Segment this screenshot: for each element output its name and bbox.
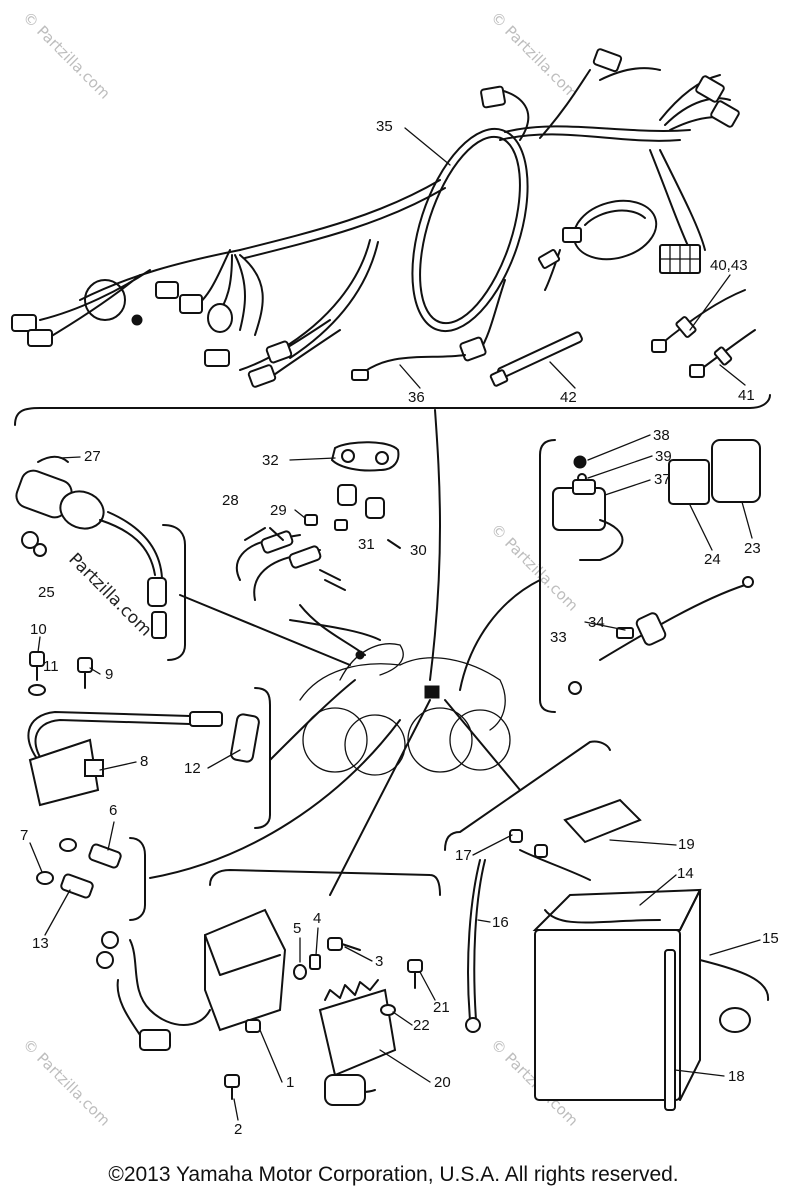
callout-12: 12 xyxy=(184,760,201,777)
pointer-lines xyxy=(149,579,541,896)
callout-20: 20 xyxy=(434,1074,451,1091)
loose-wires-36-42-41 xyxy=(351,289,756,387)
callout-28: 28 xyxy=(222,492,239,509)
callout-17: 17 xyxy=(455,847,472,864)
callout-4: 4 xyxy=(313,910,321,927)
callout-3: 3 xyxy=(375,953,383,970)
callout-21: 21 xyxy=(433,999,450,1016)
callout-2: 2 xyxy=(234,1121,242,1138)
leader-lines xyxy=(29,127,761,1121)
atv-outline xyxy=(299,643,511,776)
callout-30: 30 xyxy=(410,542,427,559)
wire-harness-35 xyxy=(11,48,740,388)
callout-32: 32 xyxy=(262,452,279,469)
callout-40-43: 40,43 xyxy=(710,257,748,274)
callout-36: 36 xyxy=(408,389,425,406)
watermark: © Partzilla.com xyxy=(19,8,114,103)
callout-labels: 35 36 42 40,43 41 27 32 28 29 31 30 25 3… xyxy=(20,118,779,1138)
callout-15: 15 xyxy=(762,930,779,947)
section-bracket xyxy=(14,394,771,426)
ignition-coil-8-and-cap-12 xyxy=(27,687,271,829)
rectifier-regulator-20 xyxy=(318,959,423,1106)
pointer-line xyxy=(429,409,441,681)
callout-31: 31 xyxy=(358,536,375,553)
callout-5: 5 xyxy=(293,920,301,937)
relays-23-24-37 xyxy=(539,439,761,713)
callout-39: 39 xyxy=(655,448,672,465)
callout-42: 42 xyxy=(560,389,577,406)
callout-33: 33 xyxy=(550,629,567,646)
callout-7: 7 xyxy=(20,827,28,844)
callout-38: 38 xyxy=(653,427,670,444)
callout-6: 6 xyxy=(109,802,117,819)
callout-13: 13 xyxy=(32,935,49,952)
callout-34: 34 xyxy=(588,614,605,631)
callout-23: 23 xyxy=(744,540,761,557)
battery-14 xyxy=(444,740,770,1111)
callout-10: 10 xyxy=(30,621,47,638)
callout-27: 27 xyxy=(84,448,101,465)
main-switch-25 xyxy=(15,455,186,661)
callout-14: 14 xyxy=(677,865,694,882)
sensors-6-7-13 xyxy=(36,837,146,921)
callout-1: 1 xyxy=(286,1074,294,1091)
callout-19: 19 xyxy=(678,836,695,853)
callout-25: 25 xyxy=(38,584,55,601)
bolts-9-10-11 xyxy=(28,651,93,696)
switch-parts-28-32 xyxy=(235,441,401,641)
callout-18: 18 xyxy=(728,1068,745,1085)
callout-24: 24 xyxy=(704,551,721,568)
callout-16: 16 xyxy=(492,914,509,931)
watermark: © Partzilla.com xyxy=(487,520,582,615)
callout-11: 11 xyxy=(43,658,59,675)
watermark: © Partzilla.com xyxy=(19,1035,114,1130)
callout-41: 41 xyxy=(738,387,755,404)
cdi-unit-1 xyxy=(96,869,441,1100)
callout-35: 35 xyxy=(376,118,393,135)
copyright-notice: ©2013 Yamaha Motor Corporation, U.S.A. A… xyxy=(108,1163,679,1186)
bolts-3-4-5 xyxy=(293,937,361,980)
callout-22: 22 xyxy=(413,1017,430,1034)
watermark: Partzilla.com xyxy=(64,549,155,640)
callout-37: 37 xyxy=(654,471,671,488)
callout-8: 8 xyxy=(140,753,148,770)
callout-29: 29 xyxy=(270,502,287,519)
callout-9: 9 xyxy=(105,666,113,683)
